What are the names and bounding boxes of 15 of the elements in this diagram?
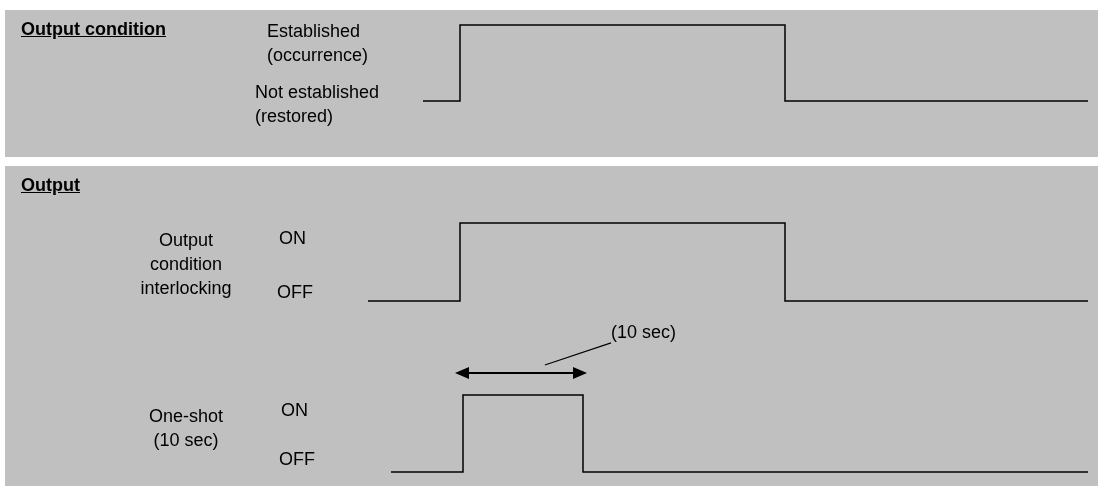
panel-heading: Output bbox=[21, 174, 80, 197]
signal-label: ON bbox=[281, 399, 309, 422]
signal-label: ON bbox=[279, 227, 307, 250]
panel bbox=[5, 10, 1098, 157]
time-label: (10 sec) bbox=[611, 320, 677, 344]
signal-label: Established (occurrence) bbox=[267, 20, 370, 67]
signal-label: OFF bbox=[279, 448, 316, 471]
panel bbox=[5, 166, 1098, 486]
signal-label: Output condition interlocking bbox=[139, 229, 233, 300]
leader-line bbox=[544, 342, 612, 366]
dimension-arrow bbox=[455, 365, 587, 381]
signal-label: OFF bbox=[277, 281, 314, 304]
signal-label: Not established (restored) bbox=[255, 81, 381, 128]
signal-label: One-shot (10 sec) bbox=[147, 405, 224, 452]
panel-heading: Output condition bbox=[21, 18, 166, 41]
